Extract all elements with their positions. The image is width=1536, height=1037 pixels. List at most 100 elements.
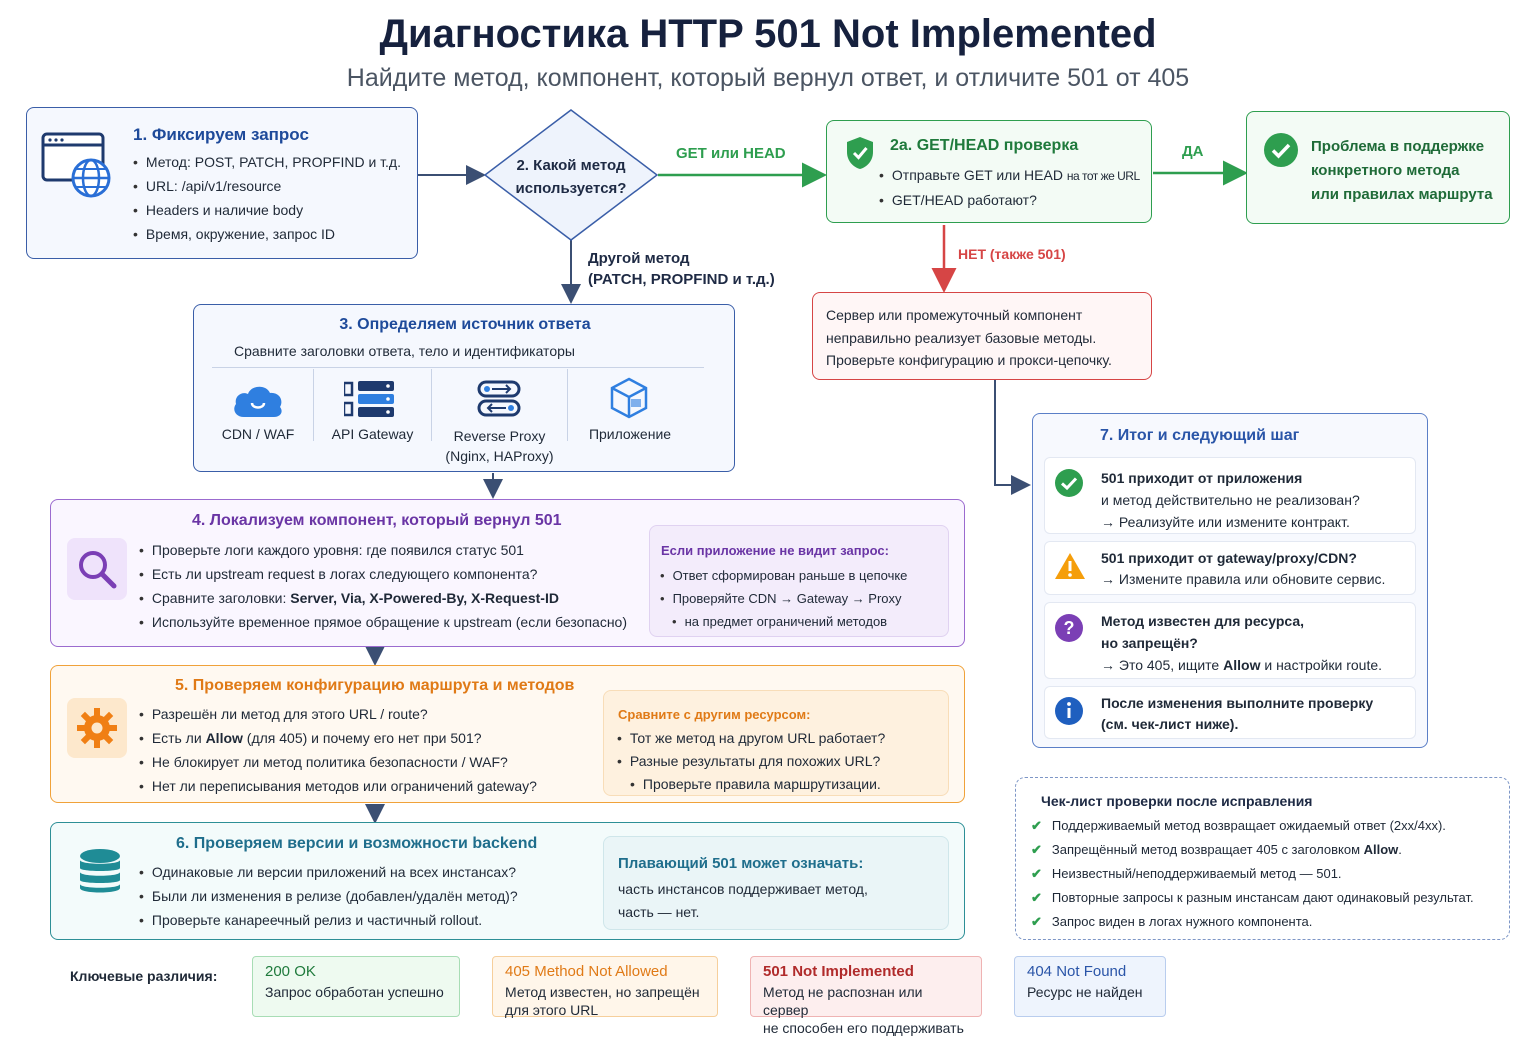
database-icon xyxy=(77,848,123,899)
item-bold: Allow xyxy=(1363,842,1399,857)
step2a-box: 2a. GET/HEAD проверка Отправьте GET или … xyxy=(826,120,1152,223)
list-item: Проверьте логи каждого уровня: где появи… xyxy=(139,538,627,562)
side-title: Если приложение не видит запрос: xyxy=(661,543,889,558)
step4-list: Проверьте логи каждого уровня: где появи… xyxy=(139,538,627,634)
step4-side-note: Если приложение не видит запрос: Ответ с… xyxy=(649,525,949,637)
step6-title: 6. Проверяем версии и возможности backen… xyxy=(176,835,538,852)
gear-icon xyxy=(67,698,127,758)
result-yes-box: Проблема в поддержке конкретного метода … xyxy=(1246,111,1510,224)
side-list: Ответ сформирован раньше в цепочке Прове… xyxy=(660,564,908,633)
magnifier-icon xyxy=(67,538,127,600)
check-circle-icon xyxy=(1263,132,1299,173)
status-desc: Запрос обработан успешно xyxy=(265,984,444,1000)
svg-text:?: ? xyxy=(1064,618,1075,638)
divider xyxy=(212,367,704,368)
text-line: неправильно реализует базовые методы. xyxy=(826,329,1097,346)
list-item: Есть ли Allow (для 405) и почему его нет… xyxy=(139,726,537,750)
text-line: Сервер или промежуточный компонент xyxy=(826,307,1083,323)
item-text: Повторные запросы к разным инстансам даю… xyxy=(1051,890,1474,905)
step2a-title: 2a. GET/HEAD проверка xyxy=(890,137,1079,154)
item-text: Неизвестный/неподдерживаемый метод — 501… xyxy=(1051,866,1342,881)
text-line: часть — нет. xyxy=(618,904,700,920)
outcome-card: После изменения выполните проверку (см. … xyxy=(1044,686,1416,739)
check-circle-icon xyxy=(1054,468,1084,503)
text-part: и настройки route. xyxy=(1260,657,1383,673)
text-line: → Измените правила или обновите сервис. xyxy=(1101,571,1386,587)
decision-line: используется? xyxy=(515,180,627,197)
text-line: Проблема в поддержке xyxy=(1311,138,1485,155)
list-item: Тот же метод на другом URL работает? xyxy=(617,727,885,750)
divider xyxy=(313,369,314,441)
list-item: Ответ сформирован раньше в цепочке xyxy=(660,564,908,587)
checklist-item: ✔ Запрещённый метод возвращает 405 с заго… xyxy=(1031,838,1474,862)
item-text: Сравните заголовки: xyxy=(151,590,291,606)
label-line: (Nginx, HAProxy) xyxy=(445,448,554,464)
item-bold: Allow xyxy=(205,730,243,746)
step3-desc: Сравните заголовки ответа, тело и иденти… xyxy=(234,343,575,359)
status-desc: Метод не распознан или сервер xyxy=(763,984,923,1018)
text-line: Проверьте конфигурацию и прокси-цепочку. xyxy=(826,352,1112,368)
step1-list: Метод: POST, PATCH, PROPFIND и т.д. URL:… xyxy=(133,150,401,246)
item-text: Запрещённый метод возвращает 405 с загол… xyxy=(1051,842,1364,857)
item-text: Отправьте GET или HEAD xyxy=(891,167,1067,183)
status-200-card: 200 OK Запрос обработан успешно xyxy=(252,956,460,1017)
list-item: Есть ли upstream request в логах следующ… xyxy=(139,562,627,586)
checklist-item: ✔Запрос виден в логах нужного компонента… xyxy=(1031,910,1474,934)
text-line: После изменения выполните проверку xyxy=(1101,695,1374,711)
step5-title: 5. Проверяем конфигурацию маршрута и мет… xyxy=(175,677,575,694)
outcome-text: После изменения выполните проверку (см. … xyxy=(1101,693,1373,735)
checklist-item: ✔Поддерживаемый метод возвращает ожидаем… xyxy=(1031,814,1474,838)
edge-label-other: Другой метод (PATCH, PROPFIND и т.д.) xyxy=(588,248,775,290)
status-405-card: 405 Method Not Allowed Метод известен, н… xyxy=(492,956,718,1018)
edge-label-get-head: GET или HEAD xyxy=(676,145,786,162)
text-part: → Это 405, ищите xyxy=(1101,657,1224,673)
item-headers: Server, Via, X-Powered-By, X-Request-ID xyxy=(290,590,559,606)
item-text: Поддерживаемый метод возвращает ожидаемы… xyxy=(1051,818,1446,833)
text-line: Метод известен для ресурса, xyxy=(1101,613,1305,629)
item-text: Запрос виден в логах нужного компонента. xyxy=(1051,914,1313,929)
status-404-card: 404 Not Found Ресурс не найден xyxy=(1014,956,1166,1017)
checkmark-icon: ✔ xyxy=(1031,866,1042,881)
list-item: Разрешён ли метод для этого URL / route? xyxy=(139,702,537,726)
outcome-text: 501 приходит от приложения и метод дейст… xyxy=(1101,467,1360,533)
status-code: 405 Method Not Allowed xyxy=(505,963,668,980)
list-item: Headers и наличие body xyxy=(133,198,401,222)
status-desc: Ресурс не найден xyxy=(1027,984,1143,1000)
decision-line: 2. Какой метод xyxy=(516,157,626,174)
step7-box: 7. Итог и следующий шаг 501 приходит от … xyxy=(1032,413,1428,748)
list-item: Проверяйте CDN → Gateway → Proxy xyxy=(660,587,907,610)
cloud-icon xyxy=(230,381,286,426)
source-label: CDN / WAF xyxy=(221,426,295,442)
status-code: 501 Not Implemented xyxy=(763,963,914,980)
side-text: часть инстансов поддерживает метод, част… xyxy=(618,878,868,924)
page-title: Диагностика HTTP 501 Not Implemented xyxy=(379,12,1157,56)
side-list: Тот же метод на другом URL работает? Раз… xyxy=(617,727,885,796)
list-item: Метод: POST, PATCH, PROPFIND и т.д. xyxy=(133,150,401,174)
checkmark-icon: ✔ xyxy=(1031,842,1042,857)
divider xyxy=(431,369,432,441)
status-desc: для этого URL xyxy=(505,1002,599,1018)
shield-check-icon xyxy=(845,135,875,176)
item-text: Проверьте правила маршрутизации. xyxy=(642,776,881,792)
step4-box: 4. Локализуем компонент, который вернул … xyxy=(50,499,965,647)
result-yes-text: Проблема в поддержке конкретного метода … xyxy=(1311,135,1493,207)
checklist-list: ✔ Поддерживаемый метод возвращает ожидаем… xyxy=(1031,814,1474,934)
text-line: 501 приходит от приложения xyxy=(1101,470,1303,486)
text-line: конкретного метода xyxy=(1311,162,1460,179)
text-line: 501 приходит от gateway/proxy/CDN? xyxy=(1101,550,1357,566)
edge-line: Другой метод xyxy=(588,250,690,267)
question-icon: ? xyxy=(1054,613,1084,648)
step6-box: 6. Проверяем версии и возможности backen… xyxy=(50,822,965,940)
checklist-title: Чек-лист проверки после исправления xyxy=(1041,793,1313,809)
decision-label: 2. Какой метод используется? xyxy=(490,154,652,200)
outcome-card: ? Метод известен для ресурса, но запрещё… xyxy=(1044,602,1416,679)
item-text: Есть ли xyxy=(151,730,206,746)
text-line: часть инстансов поддерживает метод, xyxy=(618,881,868,897)
source-label: API Gateway xyxy=(331,426,414,442)
api-gateway-icon xyxy=(342,381,396,424)
list-item: Проверьте правила маршрутизации. xyxy=(617,773,885,796)
checkmark-icon: ✔ xyxy=(1031,890,1042,905)
checklist-box: Чек-лист проверки после исправления ✔ Под… xyxy=(1015,777,1510,940)
step4-title: 4. Локализуем компонент, который вернул … xyxy=(192,512,562,529)
status-code: 404 Not Found xyxy=(1027,963,1127,980)
